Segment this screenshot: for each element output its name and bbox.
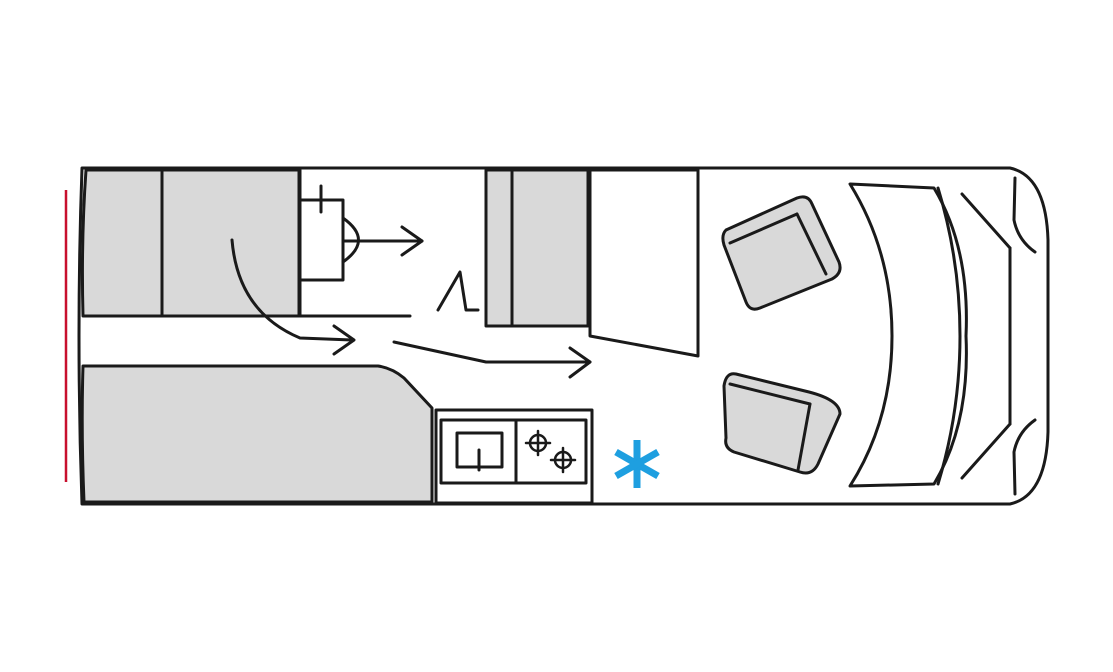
driver-seat [721, 195, 842, 311]
dashboard [848, 182, 968, 488]
snowflake-asterisk-icon [614, 440, 660, 488]
rear-bed-right [160, 168, 301, 318]
arrow-right-icon [568, 346, 592, 379]
wardrobe [484, 168, 590, 328]
kitchen-hob [514, 418, 588, 485]
windscreen [960, 176, 1037, 496]
arrow-right-icon [332, 324, 356, 356]
toilet [298, 168, 424, 318]
crosshair-burner-icon [524, 429, 552, 457]
rear-lounge-bench [80, 364, 434, 504]
side-cabinet [588, 168, 700, 358]
kitchen-unit [434, 408, 594, 505]
crosshair-burner-icon [549, 446, 577, 474]
passenger-seat [722, 372, 842, 475]
door-swing-marker [436, 270, 480, 312]
arrow-right-icon [400, 225, 424, 257]
walkway-arrows [230, 238, 592, 379]
rear-bed-left [80, 168, 164, 318]
